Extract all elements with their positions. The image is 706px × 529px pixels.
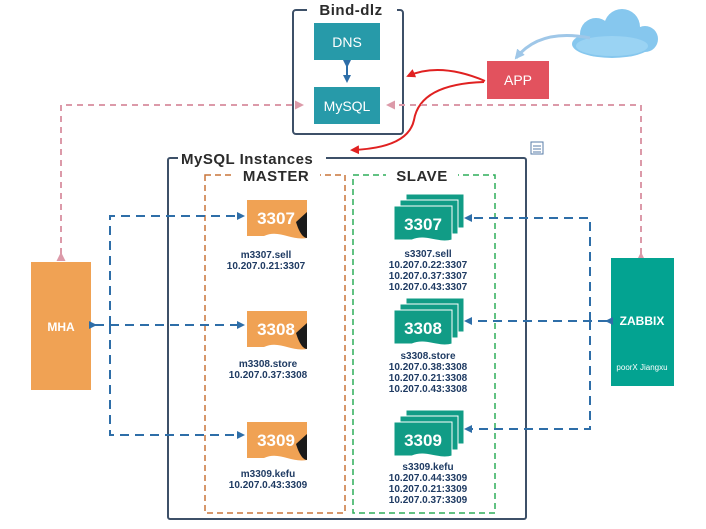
slave-group-title: SLAVE	[396, 168, 447, 185]
master-name-3309: m3309.kefu	[241, 469, 295, 480]
zabbix-slave-links	[464, 214, 613, 433]
cloud-icon	[572, 9, 658, 58]
note-icon	[530, 141, 544, 155]
slave-address-3308-2: 10.207.0.21:3308	[389, 373, 468, 384]
slave-port-3308: 3308	[404, 319, 442, 338]
zabbix-label: ZABBIX	[620, 314, 665, 328]
slave-name-3308: s3308.store	[400, 351, 455, 362]
cloud-to-app-arrow	[514, 34, 591, 60]
master-port-3308: 3308	[257, 320, 295, 339]
slave-port-3309: 3309	[404, 431, 442, 450]
master-instance-3307: 3307 m3307.sell 10.207.0.21:3307	[227, 200, 307, 272]
master-port-3309: 3309	[257, 431, 295, 450]
zabbix-node	[611, 258, 674, 386]
app-node	[487, 61, 549, 99]
dns-node	[314, 23, 380, 60]
master-name-3308: m3308.store	[239, 359, 298, 370]
slave-address-3307-2: 10.207.0.37:3307	[389, 271, 468, 282]
zabbix-to-dns-dashed-link	[386, 100, 646, 261]
mysql-dns-label: MySQL	[324, 98, 371, 114]
bind-dlz-box: Bind-dlz DNS MySQL	[292, 1, 404, 135]
mha-node	[31, 262, 91, 390]
mysql-instances-box: MySQL Instances	[167, 141, 544, 520]
slave-address-3307-3: 10.207.0.43:3307	[389, 282, 468, 293]
bind-dlz-title: Bind-dlz	[319, 2, 382, 19]
master-name-3307: m3307.sell	[241, 250, 292, 261]
slave-address-3308-3: 10.207.0.43:3308	[389, 384, 468, 395]
slave-address-3309-2: 10.207.0.21:3309	[389, 484, 468, 495]
master-address-3307: 10.207.0.21:3307	[227, 261, 306, 272]
slave-address-3307-1: 10.207.0.22:3307	[389, 260, 468, 271]
slave-instance-3307: 3307 s3307.sell 10.207.0.22:3307 10.207.…	[389, 193, 468, 293]
slave-instance-3308: 3308 s3308.store 10.207.0.38:3308 10.207…	[389, 297, 468, 395]
slave-port-3307: 3307	[404, 215, 442, 234]
slave-name-3309: s3309.kefu	[402, 462, 453, 473]
slave-address-3308-1: 10.207.0.38:3308	[389, 362, 468, 373]
mha-label: MHA	[47, 320, 75, 334]
zabbix-caption: poorX Jiangxu	[616, 363, 667, 372]
master-address-3309: 10.207.0.43:3309	[229, 480, 308, 491]
app-to-mysql-dns-arrow	[406, 69, 486, 82]
slave-name-3307: s3307.sell	[404, 249, 451, 260]
mha-master-links	[89, 212, 245, 439]
mysql-instances-title: MySQL Instances	[181, 151, 313, 168]
master-instance-3308: 3308 m3308.store 10.207.0.37:3308	[229, 311, 308, 381]
slave-address-3309-3: 10.207.0.37:3309	[389, 495, 468, 506]
master-instance-3309: 3309 m3309.kefu 10.207.0.43:3309	[229, 422, 308, 491]
app-label: APP	[504, 72, 532, 88]
master-port-3307: 3307	[257, 209, 295, 228]
mha-to-dns-dashed-link	[56, 100, 304, 261]
master-group-title: MASTER	[243, 168, 309, 185]
slave-address-3309-1: 10.207.0.44:3309	[389, 473, 468, 484]
dns-label: DNS	[332, 34, 362, 50]
master-address-3308: 10.207.0.37:3308	[229, 370, 308, 381]
mysql-dns-node	[314, 87, 380, 124]
slave-instance-3309: 3309 s3309.kefu 10.207.0.44:3309 10.207.…	[389, 409, 468, 506]
